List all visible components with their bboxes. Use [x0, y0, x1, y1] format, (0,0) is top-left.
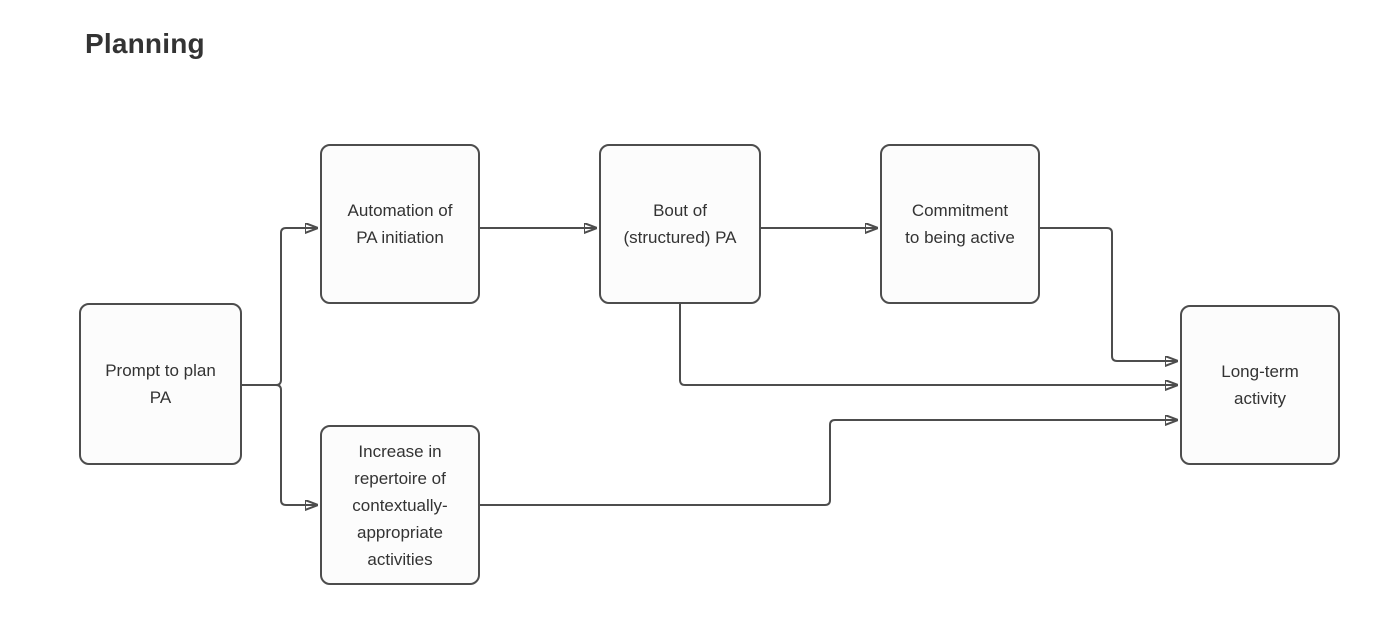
- node-long-term-activity: Long-term activity: [1180, 305, 1340, 465]
- edge-increase-to-longterm: [480, 420, 1177, 506]
- node-commitment-to-being-active: Commitment to being active: [880, 144, 1040, 304]
- edge-commitment-to-longterm: [1040, 227, 1177, 361]
- node-increase-in-repertoire: Increase in repertoire of contextually- …: [320, 425, 480, 585]
- edge-prompt-to-automation: [242, 228, 317, 386]
- node-bout-of-structured-pa: Bout of (structured) PA: [599, 144, 761, 304]
- page-title: Planning: [85, 28, 205, 59]
- edge-bout-to-longterm: [679, 304, 1177, 385]
- node-automation-of-pa-initiation: Automation of PA initiation: [320, 144, 480, 304]
- node-prompt-to-plan-pa: Prompt to plan PA: [79, 303, 242, 465]
- edge-prompt-to-increase: [242, 384, 317, 505]
